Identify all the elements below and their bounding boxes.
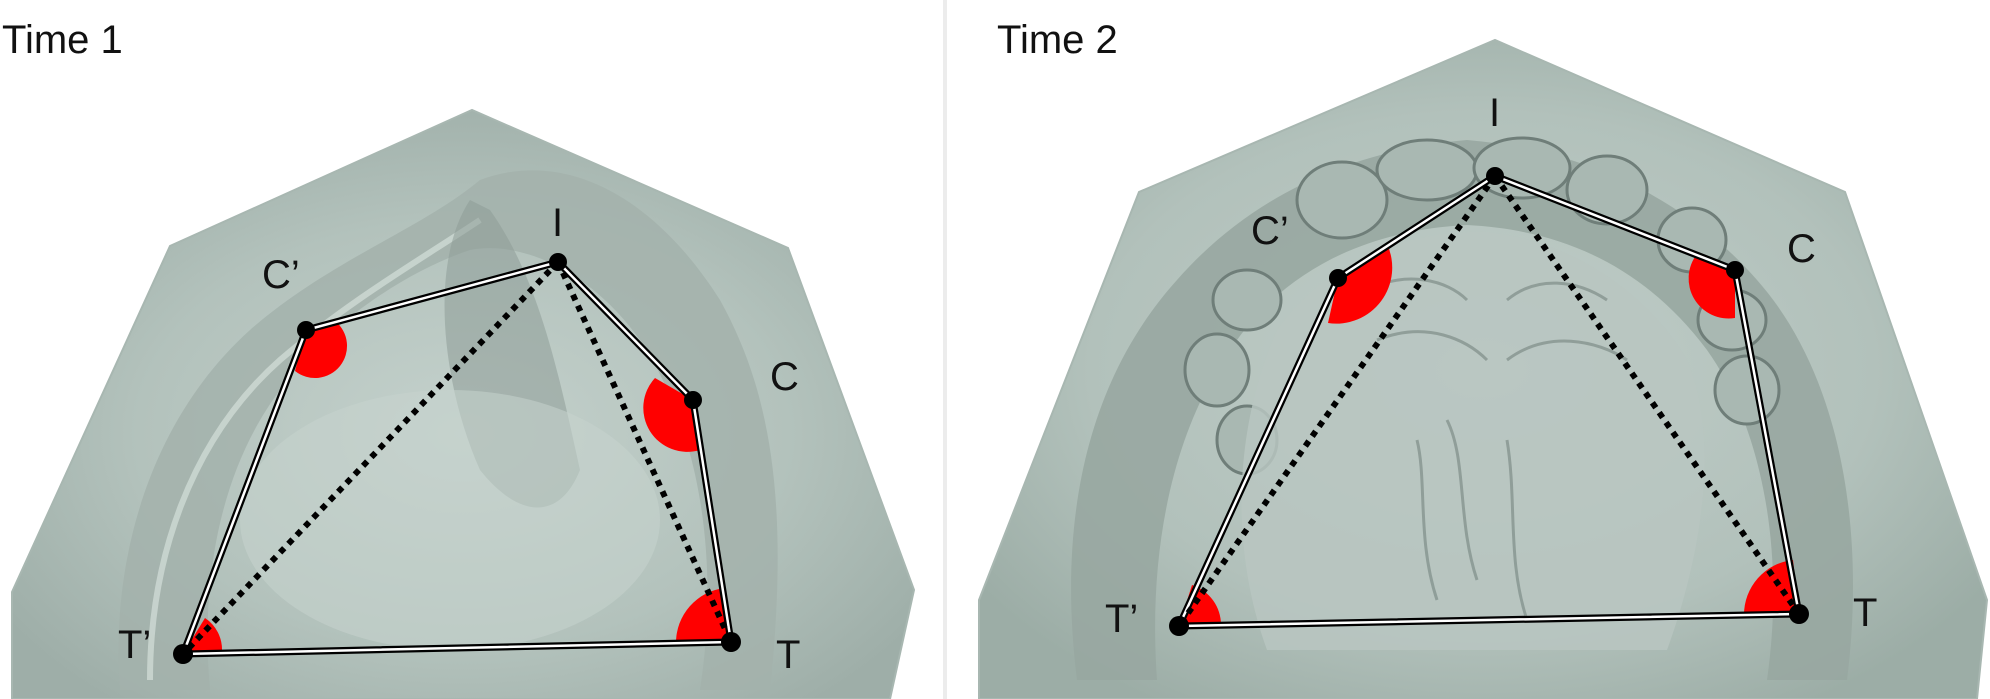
- dental-cast-diagram: I C’ C T’ T: [11, 108, 916, 699]
- angle-marker-c-prime: [1328, 244, 1393, 324]
- point-t: [721, 632, 741, 652]
- arch-polygon-inner: [181, 260, 733, 656]
- point-c-prime: [1329, 269, 1347, 287]
- dotted-line-i-t-prime: [1176, 174, 1498, 628]
- panel-time-1: Time 1: [0, 0, 943, 699]
- label-i: I: [1489, 91, 1500, 135]
- point-c: [1726, 261, 1744, 279]
- angle-marker-t: [675, 588, 731, 643]
- label-c: C: [770, 355, 799, 399]
- point-c-prime: [297, 321, 315, 339]
- alveolar-ridge: [118, 170, 778, 690]
- panel-time-2: Time 2: [947, 0, 1990, 699]
- panel-divider: [943, 0, 947, 699]
- label-c-prime: C’: [262, 253, 300, 297]
- palate-surface: [240, 390, 660, 650]
- label-i: I: [552, 201, 563, 245]
- point-i: [1486, 167, 1504, 185]
- label-t-prime: T’: [1105, 597, 1138, 641]
- panel-title: Time 1: [2, 18, 123, 62]
- palatal-rugae: [1366, 277, 1628, 621]
- dotted-line-i-t: [555, 260, 734, 644]
- point-i: [549, 253, 567, 271]
- label-t: T: [1853, 591, 1877, 635]
- panel-title: Time 2: [997, 18, 1118, 62]
- dotted-line-i-t: [1492, 174, 1802, 616]
- label-t-prime: T’: [118, 623, 151, 667]
- angle-marker-t: [1743, 560, 1799, 615]
- point-t-prime: [1169, 616, 1189, 636]
- point-t-prime: [173, 644, 193, 664]
- label-t: T: [776, 633, 800, 677]
- label-c: C: [1787, 227, 1816, 271]
- label-c-prime: C’: [1251, 209, 1289, 253]
- point-t: [1789, 604, 1809, 624]
- arch-polygon-inner: [1177, 174, 1801, 628]
- angle-marker-c: [1688, 254, 1735, 319]
- ridge-highlight: [147, 217, 482, 681]
- point-c: [684, 391, 702, 409]
- dental-cast-diagram: I C’ C T’ T: [978, 38, 1989, 699]
- palate: [1241, 231, 1705, 650]
